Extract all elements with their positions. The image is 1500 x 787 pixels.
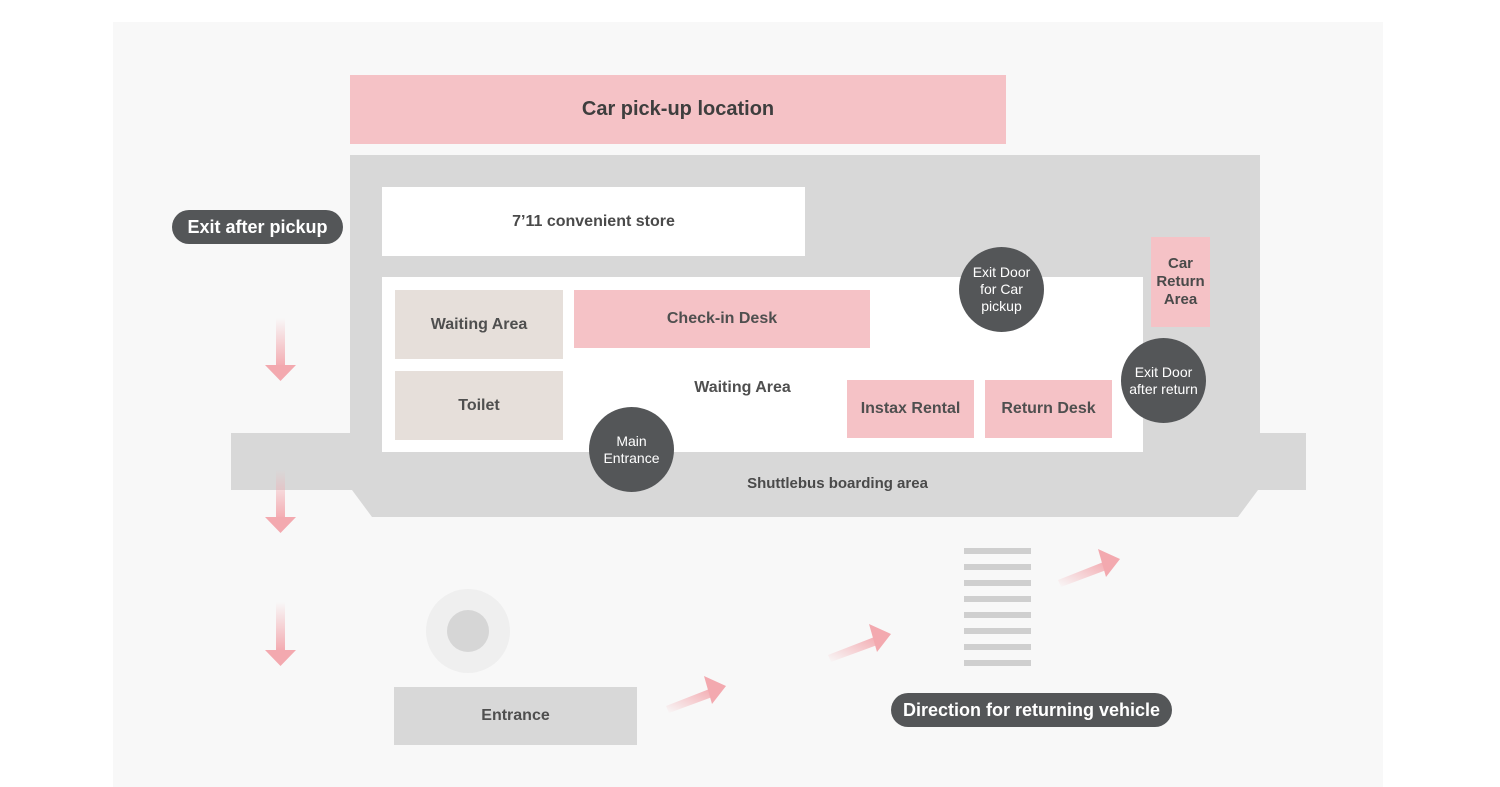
waiting-area-center-label: Waiting Area	[694, 379, 791, 396]
return-desk-label: Return Desk	[1001, 400, 1096, 417]
waiting-area-left-label: Waiting Area	[430, 315, 528, 333]
down-arrow-icon	[265, 470, 296, 533]
convenience-store-label: 7’11 convenient store	[512, 212, 675, 230]
main-entrance-label: Main Entrance	[603, 432, 660, 466]
exit-door-car-pickup-label: Exit Door for Car pickup	[972, 264, 1031, 314]
exit-door-car-pickup-marker: Exit Door for Car pickup	[959, 247, 1044, 332]
exit-door-after-return-label: Exit Door after return	[1129, 363, 1198, 397]
direction-returning-vehicle-label: Direction for returning vehicle	[902, 699, 1161, 720]
return-desk-zone: Return Desk	[985, 380, 1112, 438]
down-arrow-icon	[265, 602, 296, 666]
diagonal-arrow-icon	[666, 676, 726, 713]
direction-returning-vehicle-badge: Direction for returning vehicle	[891, 693, 1172, 727]
toilet-zone: Toilet	[395, 371, 563, 440]
car-pickup-location-label: Car pick-up location	[581, 98, 775, 120]
exit-after-pickup-label: Exit after pickup	[187, 216, 328, 237]
check-in-desk-label: Check-in Desk	[666, 310, 778, 327]
entrance-label: Entrance	[481, 707, 550, 724]
instax-rental-zone: Instax Rental	[847, 380, 974, 438]
waiting-area-left-zone: Waiting Area	[395, 290, 563, 359]
car-return-area-zone: Car Return Area	[1151, 237, 1210, 327]
exit-door-after-return-marker: Exit Door after return	[1121, 338, 1206, 423]
diagonal-arrow-icon	[1058, 549, 1120, 587]
down-arrow-icon	[265, 318, 296, 381]
exit-after-pickup-badge: Exit after pickup	[172, 210, 343, 244]
convenience-store-zone: 7’11 convenient store	[382, 187, 805, 256]
toilet-label: Toilet	[458, 396, 500, 414]
check-in-desk-zone: Check-in Desk	[574, 290, 870, 348]
entrance-zone: Entrance	[394, 687, 637, 745]
shuttlebus-boarding-area-label: Shuttlebus boarding area	[747, 474, 928, 492]
car-return-area-label: Car Return Area	[1156, 255, 1205, 308]
location-marker-icon	[426, 589, 510, 673]
crosswalk-stripes	[964, 548, 1031, 666]
car-pickup-location-zone: Car pick-up location	[350, 75, 1006, 144]
diagonal-arrow-icon	[828, 624, 891, 662]
main-entrance-marker: Main Entrance	[589, 407, 674, 492]
instax-rental-label: Instax Rental	[860, 400, 961, 417]
